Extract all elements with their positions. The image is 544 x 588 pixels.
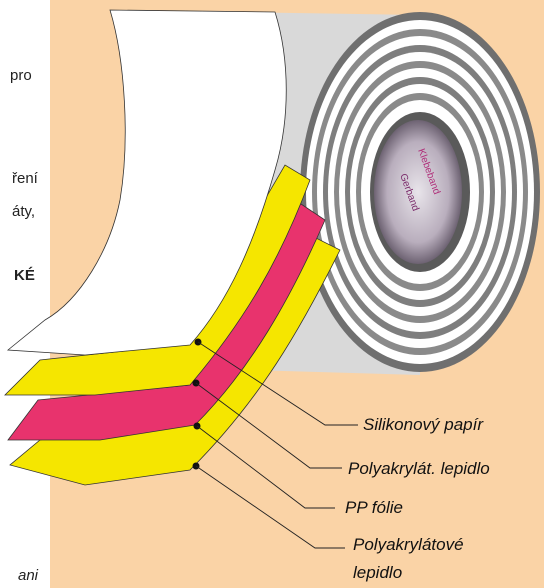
label-silicone-paper: Silikonový papír: [363, 415, 483, 435]
label-top-adhesive: Polyakrylát. lepidlo: [348, 459, 490, 479]
label-bottom-adhesive-line-1: Polyakrylátové: [353, 535, 464, 555]
roll-face: Gerband Klebeband: [300, 12, 540, 372]
label-bottom-adhesive-line-2: lepidlo: [353, 563, 402, 583]
label-pp-film: PP fólie: [345, 498, 403, 518]
